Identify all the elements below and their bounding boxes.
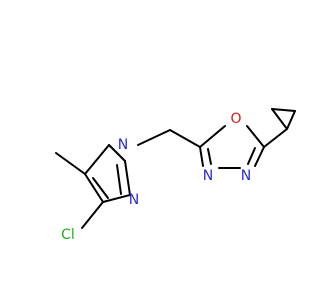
bond-cyclopropyl-c (286, 110, 296, 130)
atom-cl: Cl (61, 227, 75, 243)
bond-ch2-oxadiazole (169, 129, 201, 148)
bond-c4-cl (81, 201, 104, 229)
bond-c5-c4-double (92, 177, 109, 199)
bond-lines (55, 108, 296, 229)
bond-n1-c5 (84, 144, 110, 175)
bond-oxadiazole-cyclopropyl (263, 128, 288, 148)
bond-cyclopropyl-a (271, 108, 288, 130)
atom-o-oxadiazole: O (230, 111, 241, 127)
atom-labels: Cl N N O N N (61, 111, 251, 243)
atom-n-methyl-ring: N (118, 137, 128, 153)
atom-n-pyrazole: N (129, 192, 139, 208)
bond-c2-n3-double (207, 148, 212, 165)
molecule-structure-svg: Cl N N O N N (55, 108, 296, 243)
molecule-canvas: Cl N N O N N (55, 108, 296, 243)
bond-n3-c2 (199, 146, 204, 167)
bond-o-c5prime (246, 125, 265, 148)
bond-c5-methyl (55, 152, 86, 175)
bond-cyclopropyl-b (271, 108, 296, 112)
bond-n2-c3-double (116, 164, 122, 195)
bond-c4-n2 (102, 194, 131, 203)
bond-c3-n1 (108, 144, 126, 162)
bond-n1-ch2 (137, 129, 171, 146)
bond-c2-o (199, 125, 226, 148)
bond-c5prime-n4 (254, 146, 265, 167)
bond-n2-c3 (124, 160, 131, 196)
atom-n-oxadiazole-a: N (203, 168, 213, 184)
atom-n-oxadiazole-b: N (241, 168, 251, 184)
bond-c5-c4 (84, 173, 104, 203)
bond-c5prime-n4-double (247, 147, 256, 165)
